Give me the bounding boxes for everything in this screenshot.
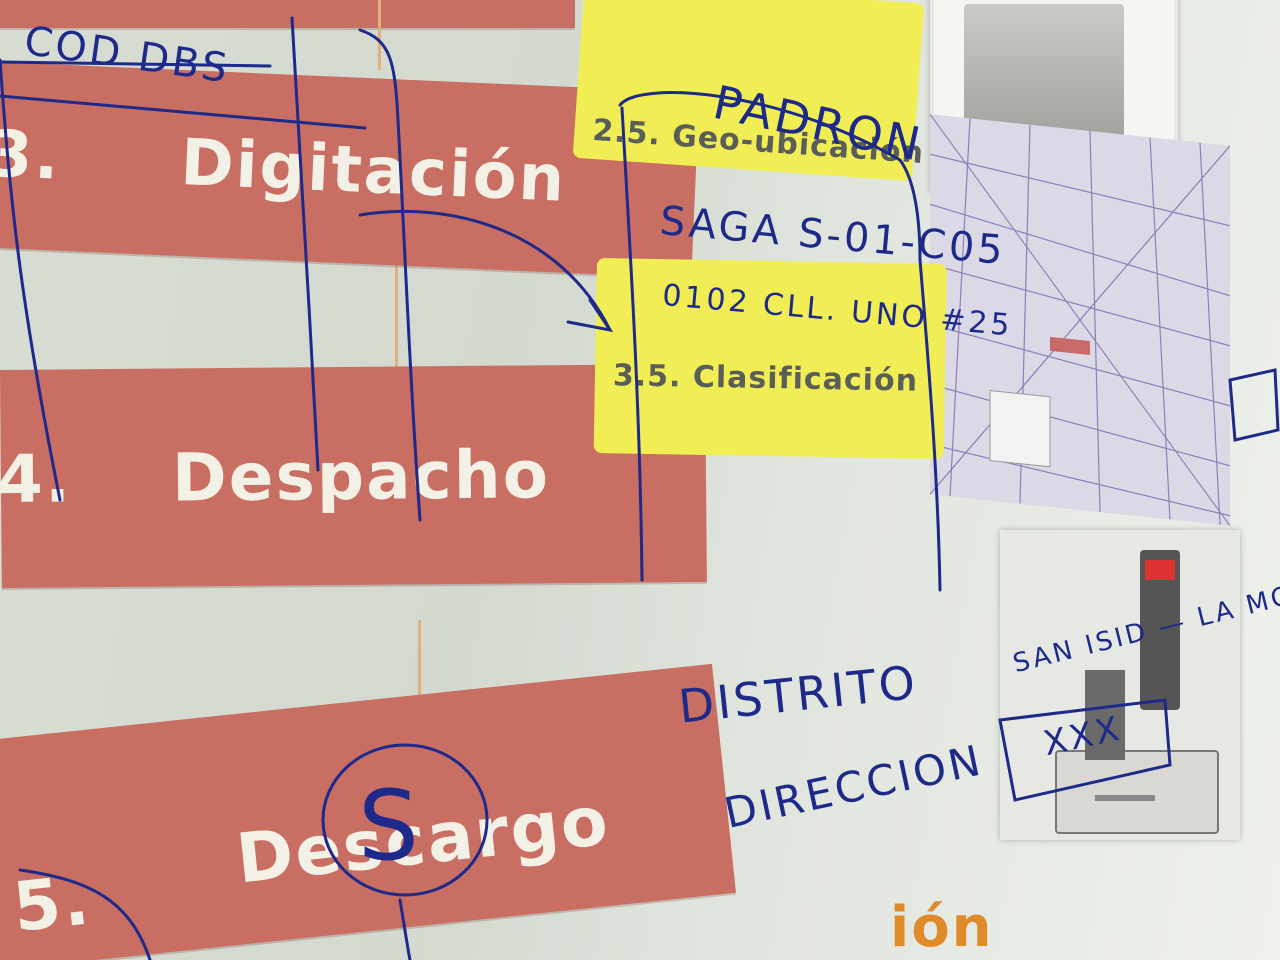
district-map-image bbox=[930, 114, 1230, 526]
handwriting-circled-letter: S bbox=[358, 770, 422, 882]
flow-connector-upper bbox=[378, 0, 381, 70]
step-bar-top-fragment bbox=[0, 0, 575, 28]
pos-terminal-photo bbox=[1000, 530, 1240, 840]
flow-connector-lower bbox=[418, 620, 421, 750]
flow-connector-middle bbox=[395, 250, 398, 380]
map-lines bbox=[930, 114, 1230, 526]
slide-title-fragment: ión bbox=[890, 895, 994, 960]
